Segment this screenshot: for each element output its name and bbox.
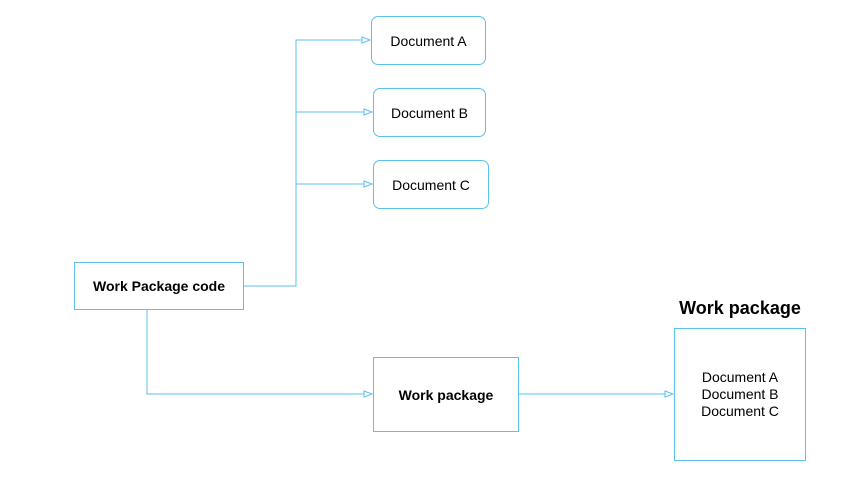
result-title: Work package <box>679 298 801 318</box>
connector-code-to-document-a <box>243 40 370 287</box>
document-c-label: Document C <box>392 176 470 193</box>
document-b-node[interactable]: Document B <box>373 88 486 137</box>
result-package-node[interactable]: Document A Document B Document C <box>674 328 806 461</box>
connector-code-to-package <box>146 309 372 394</box>
result-item-document-a: Document A <box>701 369 779 385</box>
document-c-node[interactable]: Document C <box>373 160 489 209</box>
work-package-code-node[interactable]: Work Package code <box>74 262 244 310</box>
work-package-label: Work package <box>398 386 494 403</box>
document-a-node[interactable]: Document A <box>371 16 486 65</box>
document-a-label: Document A <box>390 32 467 49</box>
result-item-document-c: Document C <box>701 403 779 419</box>
work-package-node[interactable]: Work package <box>373 357 519 432</box>
work-package-code-label: Work Package code <box>92 278 226 294</box>
document-b-label: Document B <box>390 104 469 121</box>
result-item-document-b: Document B <box>701 386 779 402</box>
